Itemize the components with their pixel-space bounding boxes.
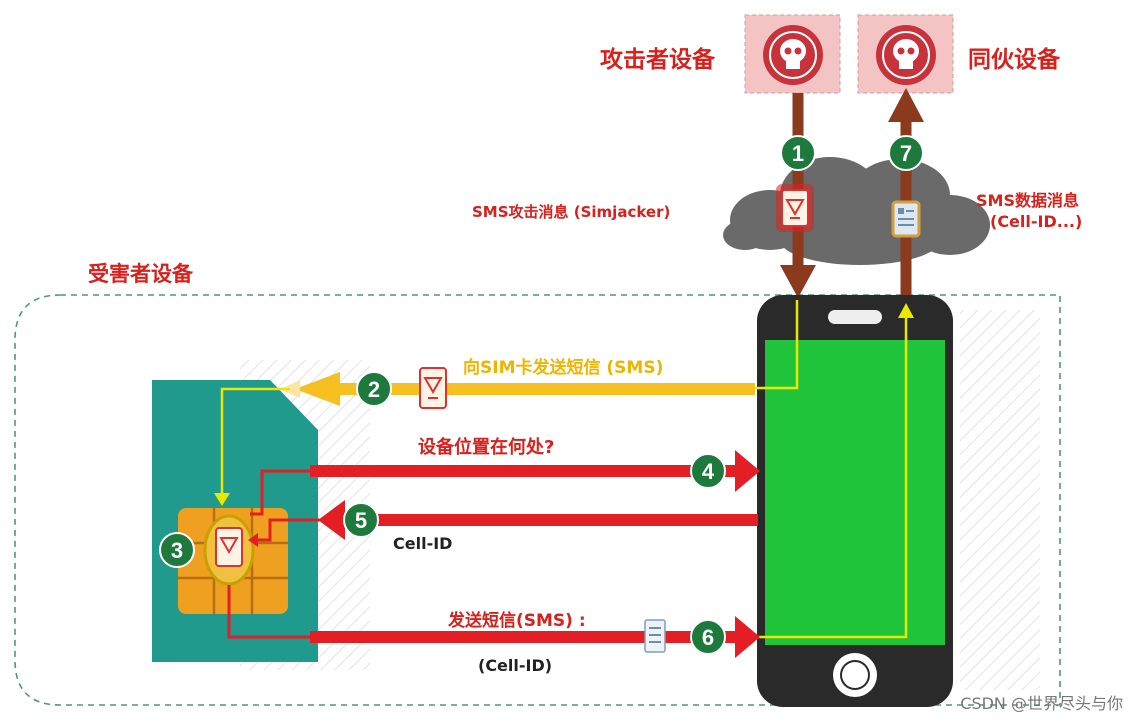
svg-text:6: 6: [702, 625, 714, 650]
cell-id-label: Cell-ID: [393, 534, 453, 553]
svg-text:1: 1: [792, 141, 804, 166]
sms-attack-icon: [776, 184, 814, 232]
arrow-head-step6: [735, 616, 760, 658]
svg-text:2: 2: [368, 377, 380, 402]
attacker-label: 攻击者设备: [600, 47, 715, 73]
arrow-red-step4: [310, 465, 740, 477]
sim-card-icon: [152, 380, 318, 662]
path-red-step4: [250, 469, 310, 516]
svg-text:5: 5: [355, 508, 367, 533]
sms-data-icon: [644, 619, 666, 653]
attacker-device: [744, 14, 841, 94]
step-badge-1: 1: [780, 135, 816, 171]
phone-icon: [757, 295, 953, 707]
arrow-head-step5-small: [248, 533, 258, 547]
accomplice-label: 同伙设备: [968, 47, 1060, 73]
watermark: CSDN @世界尽头与你: [960, 694, 1123, 713]
sms-data-label-1: SMS数据消息: [976, 191, 1079, 210]
svg-text:4: 4: [702, 459, 715, 484]
step-badge-5: 5: [343, 502, 379, 538]
send-sms-cellid-label: (Cell-ID): [478, 656, 553, 675]
arrow-red-step5: [340, 514, 758, 526]
sms-data-label-2: (Cell-ID...): [990, 212, 1083, 231]
arrow-head-yellow-down: [214, 493, 230, 506]
step-badge-3: 3: [159, 532, 195, 568]
arrow-red-step6: [310, 631, 740, 643]
step-badge-2: 2: [356, 371, 392, 407]
path-yellow-return: [755, 315, 908, 639]
network-cloud: [723, 157, 990, 265]
sms-data-icon: [891, 200, 921, 238]
victim-label: 受害者设备: [88, 262, 193, 286]
svg-text:7: 7: [900, 141, 912, 166]
send-to-sim-label: 向SIM卡发送短信 (SMS): [463, 358, 664, 378]
where-device-label: 设备位置在何处?: [418, 437, 555, 458]
skull-icon: [763, 25, 823, 85]
arrow-head-step4: [735, 450, 760, 492]
arrow-head-down: [780, 265, 816, 298]
path-red-step5: [256, 518, 320, 542]
path-red-step6: [227, 585, 310, 639]
path-yellow-phone: [755, 300, 799, 390]
skull-icon: [876, 25, 936, 85]
send-sms-label: 发送短信(SMS) :: [448, 611, 586, 631]
accomplice-device: [857, 14, 954, 94]
sms-attack-icon: [419, 367, 447, 409]
sms-attack-label: SMS攻击消息 (Simjacker): [472, 203, 671, 221]
step-badge-7: 7: [888, 135, 924, 171]
hatch-bg-right: [960, 310, 1040, 690]
arrow-head-up: [888, 88, 924, 122]
step-badge-4: 4: [690, 453, 726, 489]
arrow-head-step5: [318, 500, 345, 540]
step-badge-6: 6: [690, 619, 726, 655]
arrow-sms-to-sim: [295, 372, 755, 406]
arrow-head-yellow-up: [898, 303, 914, 318]
path-yellow-sim: [220, 387, 290, 495]
svg-text:3: 3: [171, 538, 183, 563]
